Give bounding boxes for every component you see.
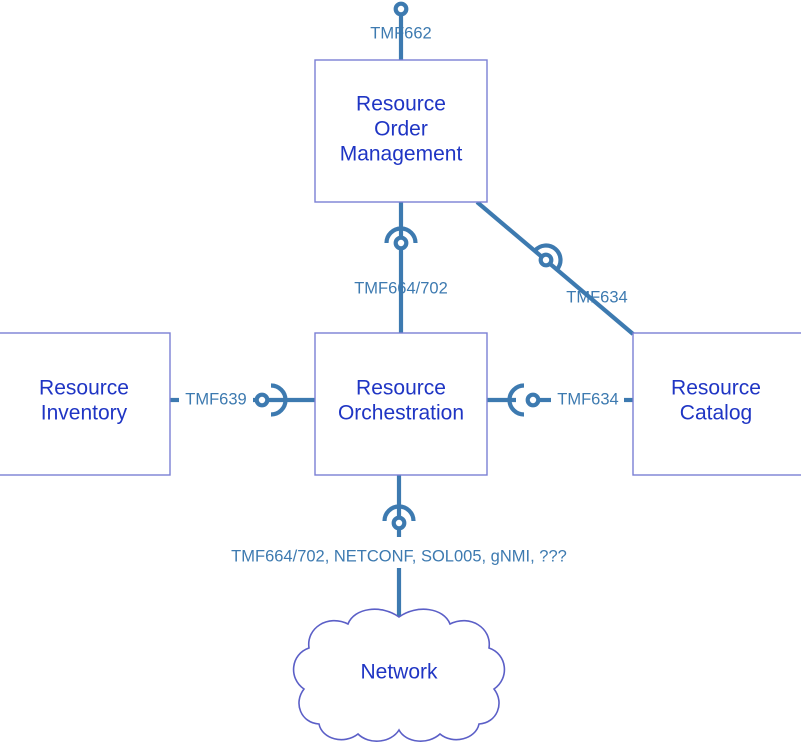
connector-tmf634-right[interactable]: TMF634: [487, 383, 633, 417]
resource-inventory-box: [0, 332, 171, 476]
resource-orchestration-label-line1: Resource: [356, 377, 446, 400]
connector-network-interfaces[interactable]: TMF664/702, NETCONF, SOL005, gNMI, ???: [231, 475, 567, 624]
node-resource-order-management[interactable]: Resource Order Management: [314, 59, 488, 203]
connector-tmf634-diagonal[interactable]: TMF634: [475, 200, 635, 336]
tmf634-right-label: TMF634: [557, 390, 618, 408]
network-interfaces-label: TMF664/702, NETCONF, SOL005, gNMI, ???: [231, 547, 567, 565]
tmf639-label: TMF639: [185, 390, 246, 408]
network-cloud-shape: [292, 608, 506, 742]
connector-tmf664-702[interactable]: TMF664/702: [354, 202, 448, 333]
node-resource-catalog[interactable]: Resource Catalog: [632, 332, 801, 476]
resource-orchestration-label-line2: Orchestration: [338, 402, 464, 425]
tmf664-702-label: TMF664/702: [354, 279, 448, 297]
resource-inventory-label-line2: Inventory: [41, 402, 128, 425]
tmf639-ball-icon: [254, 392, 270, 408]
tmf634-diagonal-label: TMF634: [566, 288, 627, 306]
resource-order-management-box: [314, 59, 488, 203]
network-interfaces-ball-icon: [391, 515, 407, 531]
node-resource-inventory[interactable]: Resource Inventory: [0, 332, 171, 476]
tmf634-diagonal-ball-icon: [538, 252, 554, 268]
network-label: Network: [360, 661, 438, 684]
tmf664-702-socket-icon: [384, 226, 418, 244]
tmf634-diagonal-socket-icon: [533, 243, 563, 271]
resource-orchestration-box: [314, 332, 488, 476]
tmf662-lollipop-ball-icon: [393, 1, 409, 17]
tmf662-label: TMF662: [370, 24, 431, 42]
resource-catalog-box: [632, 332, 801, 476]
tmf639-socket-icon: [270, 383, 288, 417]
tmf634-right-socket-icon: [507, 383, 525, 417]
resource-order-management-label-line1: Resource: [356, 93, 446, 116]
resource-catalog-label-line1: Resource: [671, 377, 761, 400]
node-network[interactable]: Network: [292, 608, 506, 742]
resource-order-management-label-line2: Order: [374, 118, 428, 141]
tmf664-702-ball-icon: [393, 235, 409, 251]
tmf634-right-ball-icon: [525, 392, 541, 408]
resource-catalog-label-line2: Catalog: [680, 402, 752, 425]
node-resource-orchestration[interactable]: Resource Orchestration: [314, 332, 488, 476]
resource-inventory-label-line1: Resource: [39, 377, 129, 400]
network-interfaces-socket-icon: [382, 504, 416, 522]
connector-tmf662[interactable]: TMF662: [370, 1, 432, 60]
connector-tmf639[interactable]: TMF639: [170, 383, 315, 417]
tmf634-diagonal-line: [475, 200, 635, 336]
resource-order-management-label-line3: Management: [340, 143, 463, 166]
tmf634-diagonal-assembly-icon: [533, 243, 563, 271]
